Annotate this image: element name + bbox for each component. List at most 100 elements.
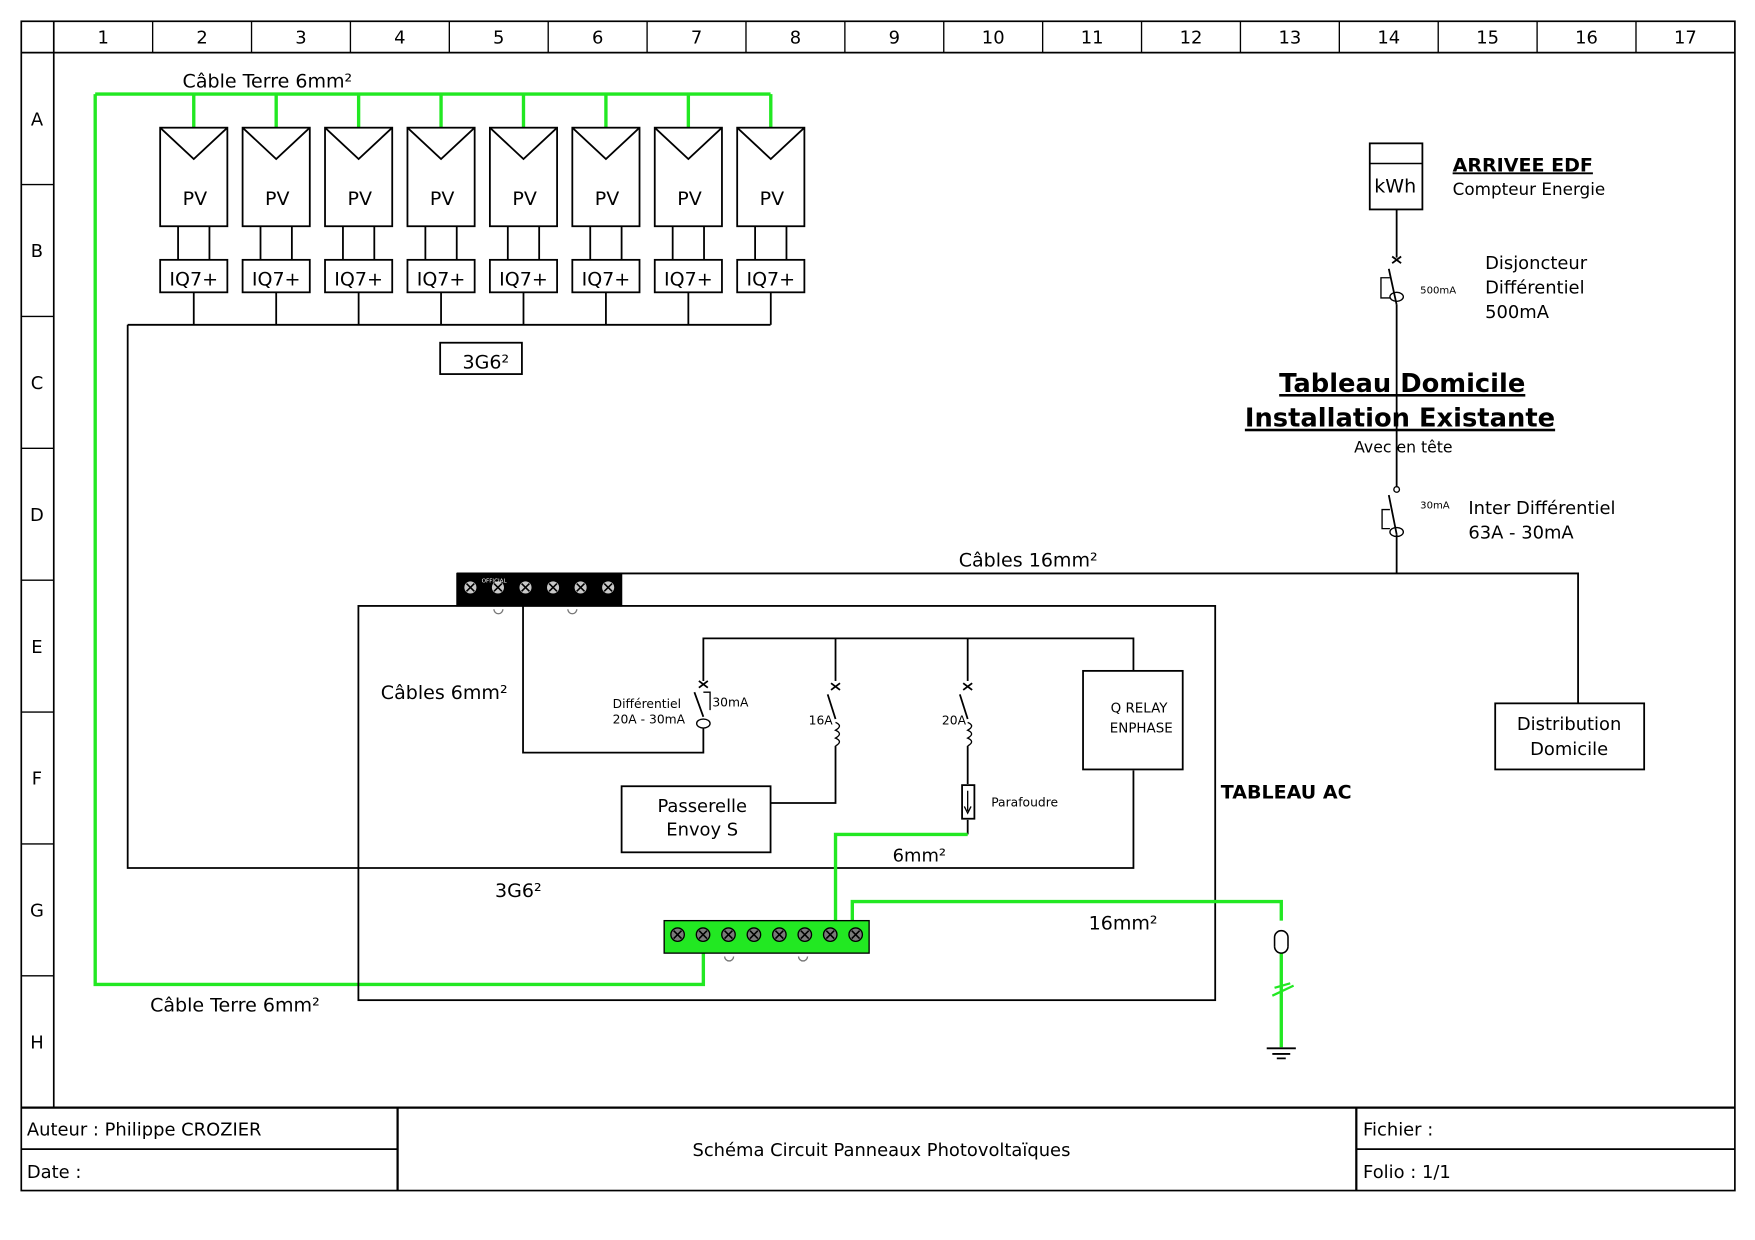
column-label: 8 (790, 28, 801, 49)
busbar-terminal-icon (695, 927, 711, 943)
row-label: F (32, 769, 42, 790)
micro-inverter-label: IQ7+ (252, 269, 301, 291)
pv-panel-label: PV (595, 188, 620, 210)
column-label: 7 (691, 28, 702, 49)
row-label: A (31, 109, 44, 130)
rcd-desc-2: 20A - 30mA (613, 713, 686, 727)
pv-panel-label: PV (347, 188, 372, 210)
micro-inverter: IQ7+ (324, 258, 394, 294)
micro-inverter-label: IQ7+ (417, 269, 466, 291)
main-feed-label: Câbles 16mm² (959, 550, 1098, 572)
home-panel-subtitle: Avec en tête (1354, 437, 1452, 456)
pv-panel: PV (241, 126, 311, 228)
busbar-terminal-icon (600, 580, 616, 595)
rcd-desc-1: Différentiel (613, 697, 681, 711)
busbar-terminal-icon (490, 580, 506, 595)
column-label: 3 (295, 28, 306, 49)
busbar-terminal-icon (848, 927, 864, 943)
busbar-terminal-icon (545, 580, 561, 595)
column-label: 17 (1674, 28, 1697, 49)
row-label: C (31, 373, 44, 394)
busbar-mark: OFFICIAL (482, 578, 508, 584)
busbar-terminal-icon (822, 927, 838, 943)
column-label: 14 (1377, 28, 1400, 49)
micro-inverter: IQ7+ (159, 258, 229, 294)
column-label: 4 (394, 28, 405, 49)
row-label: H (30, 1032, 43, 1053)
home-panel-title-1: Tableau Domicile (1279, 369, 1525, 399)
edf-breaker-desc-1: Disjoncteur (1485, 253, 1588, 274)
micro-inverter-label: IQ7+ (582, 269, 631, 291)
home-panel-title-2: Installation Existante (1245, 404, 1555, 434)
earth-ground-label: 16mm² (1089, 913, 1158, 935)
ac-panel-enclosure (357, 605, 1217, 1002)
folio-field: Folio : 1/1 (1363, 1162, 1451, 1183)
column-label: 6 (592, 28, 603, 49)
ac-wiring (522, 605, 1135, 835)
envoy-gateway-box: Passerelle Envoy S (620, 785, 772, 854)
busbar-terminal-icon (797, 927, 813, 943)
pv-panel-label: PV (677, 188, 702, 210)
envoy-label-2: Envoy S (666, 820, 738, 841)
svg-text:3G6²: 3G6² (463, 351, 510, 373)
rcd-rating: 30mA (712, 696, 749, 710)
row-label: G (30, 901, 44, 922)
busbar-terminal-icon (463, 580, 478, 595)
column-label: 1 (98, 28, 109, 49)
micro-inverter: IQ7+ (571, 258, 641, 294)
ground-cable-label-bottom: Câble Terre 6mm² (150, 994, 320, 1016)
column-label: 15 (1476, 28, 1499, 49)
pv-panel: PV (736, 126, 806, 228)
edf-breaker-desc-2: Différentiel (1485, 277, 1584, 298)
ac-panel-title: TABLEAU AC (1221, 782, 1352, 804)
busbar-terminal-icon (670, 927, 685, 943)
breaker-16a-label: 16A (809, 714, 834, 728)
title-block: Auteur : Philippe CROZIER Date : Schéma … (21, 1107, 1735, 1191)
author-field: Auteur : Philippe CROZIER (27, 1120, 262, 1141)
arrester-ground-label: 6mm² (893, 845, 946, 866)
column-label: 2 (196, 28, 207, 49)
meter-label: kWh (1374, 176, 1416, 198)
pv-panel-label: PV (183, 188, 208, 210)
micro-inverter-label: IQ7+ (334, 269, 383, 291)
busbar-terminal-icon (721, 927, 736, 943)
breaker-20a-label: 20A (942, 714, 967, 728)
breaker-16a (826, 682, 841, 747)
row-label: E (31, 637, 42, 658)
phase-busbar: OFFICIAL (456, 572, 623, 615)
pv-string-1: PV IQ7+ (159, 126, 229, 325)
busbar-terminal-icon (746, 927, 762, 943)
pv-panel: PV (406, 126, 476, 228)
pv-panel-label: PV (760, 188, 785, 210)
earth-ground-icon (1266, 1047, 1296, 1060)
edf-meter: kWh (1368, 142, 1424, 211)
micro-inverter: IQ7+ (241, 258, 311, 294)
envoy-label-1: Passerelle (657, 796, 747, 817)
column-label: 9 (889, 28, 900, 49)
breaker-20a (958, 682, 973, 747)
home-differential-switch (1381, 485, 1405, 538)
home-switch-desc-1: Inter Différentiel (1468, 498, 1615, 519)
date-field: Date : (27, 1162, 82, 1183)
pv-string-6: PV IQ7+ (571, 126, 641, 325)
row-label: D (30, 505, 44, 526)
mounting-hook-icon (723, 956, 735, 962)
edf-breaker-desc-3: 500mA (1485, 302, 1550, 323)
edf-breaker-rating: 500mA (1420, 285, 1456, 296)
file-field: Fichier : (1363, 1120, 1433, 1141)
ground-busbar (663, 919, 870, 962)
distribution-box: Distribution Domicile (1494, 702, 1646, 771)
earth-link-icon (1271, 929, 1295, 997)
pv-return-label: 3G6² (495, 880, 542, 902)
pv-panel-label: PV (512, 188, 537, 210)
pv-array: PVIQ7+PVIQ7+PVIQ7+PVIQ7+PVIQ7+PVIQ7+PVIQ… (159, 126, 806, 325)
mounting-hook-icon (567, 609, 578, 615)
micro-inverter-label: IQ7+ (169, 269, 218, 291)
pv-string-4: PV IQ7+ (406, 126, 476, 325)
